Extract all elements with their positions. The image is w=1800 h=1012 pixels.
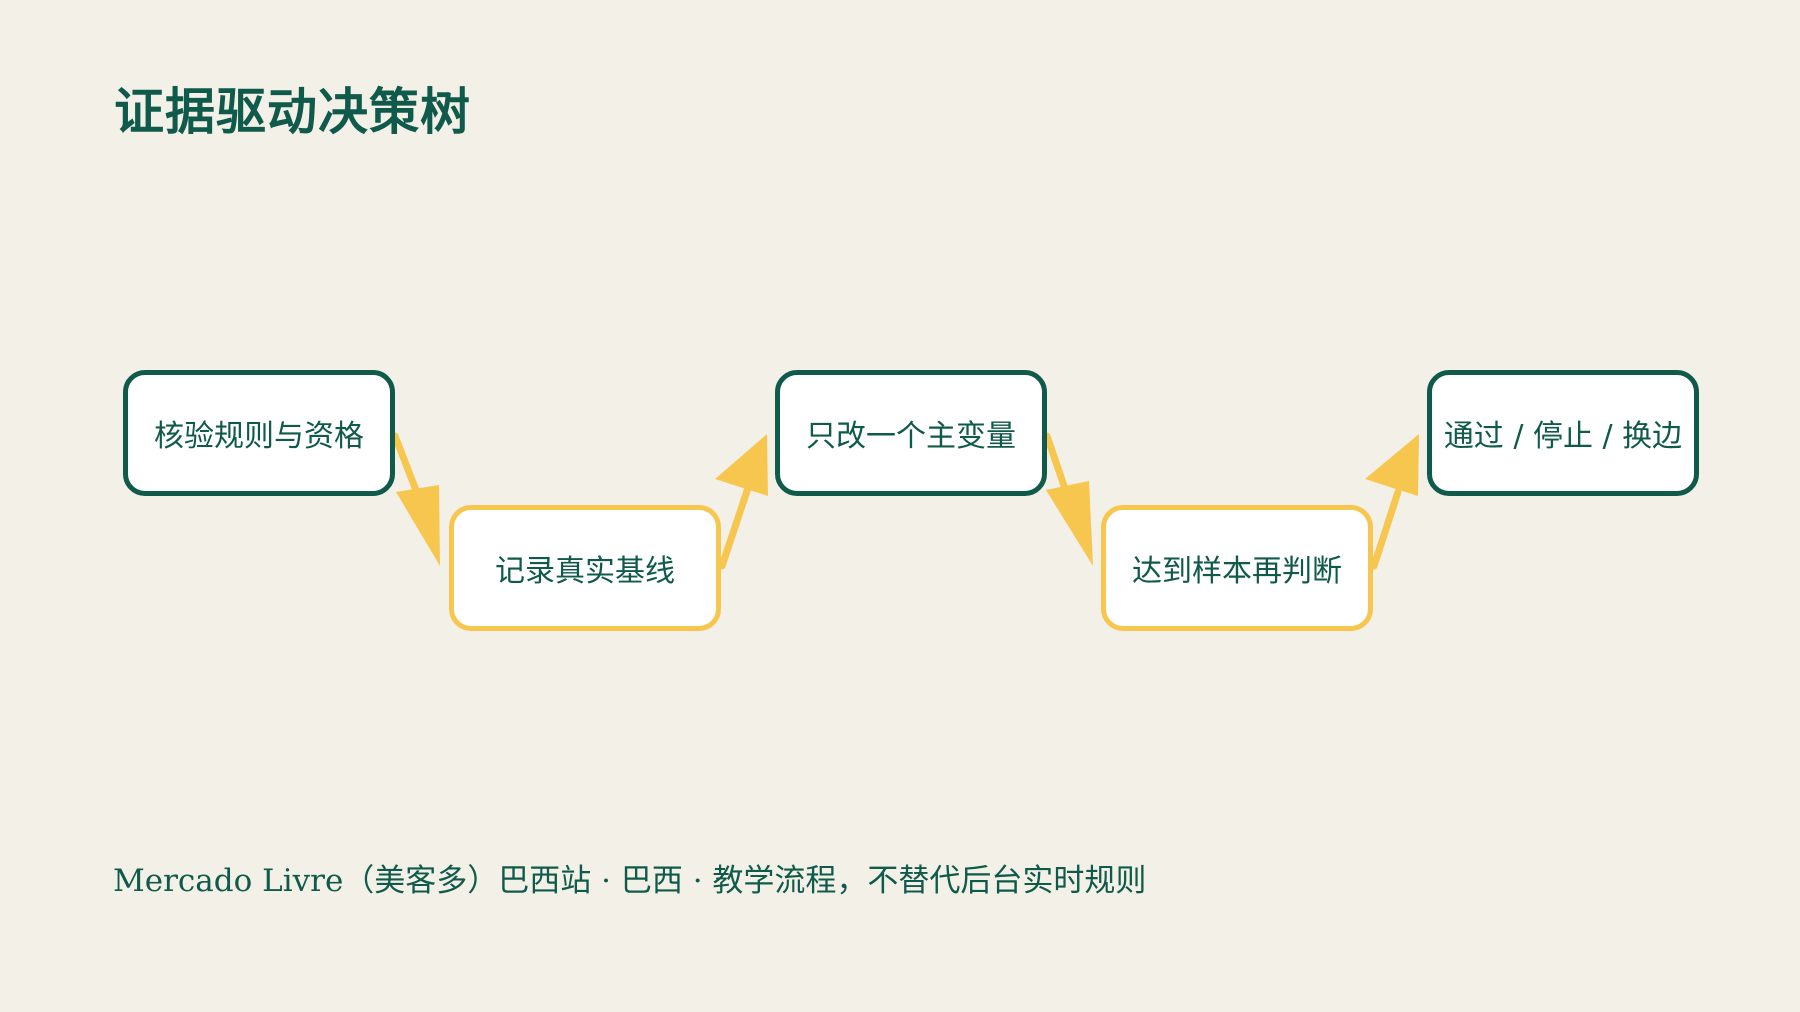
footer-note: Mercado Livre（美客多）巴西站 · 巴西 · 教学流程，不替代后台实…	[113, 863, 1147, 899]
arrow-3-to-4	[1043, 432, 1093, 566]
step-node-record-baseline: 记录真实基线	[449, 505, 721, 631]
step-node-reach-sample: 达到样本再判断	[1101, 505, 1373, 631]
step-label: 记录真实基线	[495, 554, 675, 589]
step-label: 通过 / 停止 / 换边	[1443, 419, 1683, 454]
arrow-4-to-5	[1365, 434, 1419, 570]
step-label: 达到样本再判断	[1132, 554, 1342, 589]
step-label: 只改一个主变量	[806, 419, 1016, 454]
step-label: 核验规则与资格	[154, 419, 364, 454]
step-node-decision: 通过 / 停止 / 换边	[1427, 370, 1699, 496]
arrow-2-to-3	[715, 434, 768, 570]
page-title: 证据驱动决策树	[114, 82, 471, 141]
step-node-verify-rules: 核验规则与资格	[123, 370, 395, 496]
arrow-1-to-2	[391, 432, 440, 566]
step-node-change-one-variable: 只改一个主变量	[775, 370, 1047, 496]
